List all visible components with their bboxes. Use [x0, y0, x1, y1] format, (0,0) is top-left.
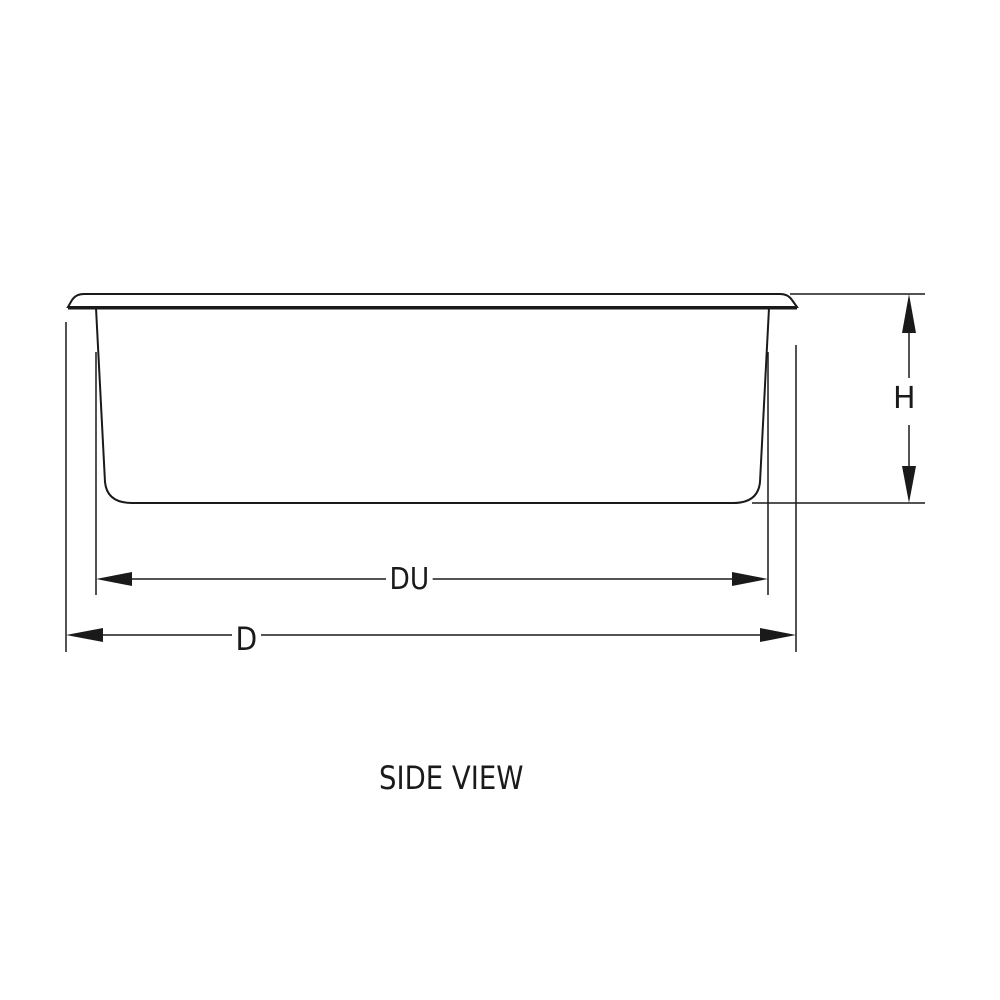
height-label: H	[893, 381, 916, 416]
overall-width-label: D	[232, 623, 261, 655]
arrow-down-icon	[902, 466, 916, 503]
arrow-right-icon	[760, 628, 796, 642]
inner-width-label: DU	[386, 565, 433, 595]
arrow-up-icon	[902, 294, 916, 333]
arrow-right-icon	[732, 572, 768, 586]
arrow-left-icon	[66, 628, 103, 642]
sink-bowl	[95, 307, 770, 504]
extension-lines	[65, 293, 925, 652]
dimension-d	[66, 628, 796, 642]
sink-profile	[66, 293, 799, 504]
dimension-du	[96, 572, 768, 586]
sink-rim	[66, 293, 799, 308]
arrow-left-icon	[96, 572, 132, 586]
dimension-h	[902, 294, 916, 503]
view-title: SIDE VIEW	[379, 759, 524, 797]
